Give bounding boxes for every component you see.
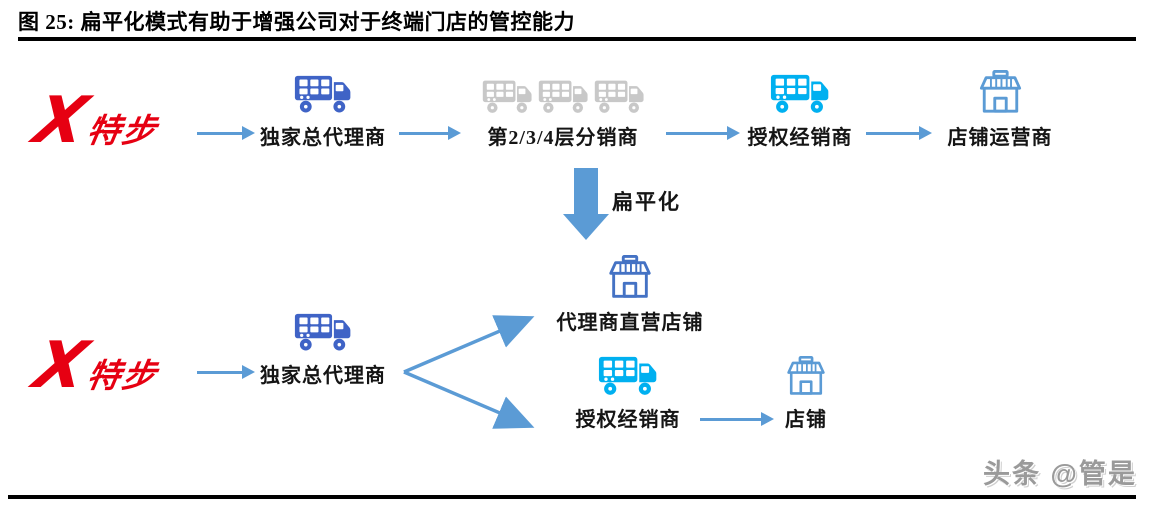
arrow-dealer-to-store xyxy=(700,412,774,426)
xtep-logo: X 特步 xyxy=(27,329,161,403)
delivery-truck-icon xyxy=(594,80,644,113)
delivery-truck-icon xyxy=(770,74,829,113)
arrow-head-icon xyxy=(242,126,255,140)
arrow-head-icon xyxy=(761,412,774,426)
title-underline xyxy=(18,37,1136,41)
delivery-truck-trio-icon xyxy=(482,79,645,114)
xtep-logo: X 特步 xyxy=(27,84,161,158)
bottom-rule xyxy=(8,495,1136,499)
arrow-dealers-to-operators xyxy=(866,126,932,140)
node-label: 独家总代理商 xyxy=(260,365,386,387)
node-store: 店铺 xyxy=(756,356,856,432)
node-label: 授权经销商 xyxy=(575,409,681,431)
arrow-head-icon xyxy=(919,126,932,140)
node-label: 第2/3/4层分销商 xyxy=(487,127,639,149)
arrow-logo-to-agent xyxy=(197,126,255,140)
storefront-icon xyxy=(979,70,1021,113)
delivery-truck-icon xyxy=(598,356,657,395)
delivery-truck-icon xyxy=(294,313,351,351)
arrow-logo-to-agent-bottom xyxy=(197,365,255,379)
node-exclusive-agent-bottom: 独家总代理商 xyxy=(253,310,393,388)
branch-arrows xyxy=(403,315,535,429)
flattening-label: 扁平化 xyxy=(612,190,681,214)
delivery-truck-icon xyxy=(294,75,351,113)
xtep-logo-x-mark: X xyxy=(26,83,95,158)
watermark: 头条 @管是 xyxy=(983,459,1137,489)
node-store-operator: 店铺运营商 xyxy=(935,70,1065,150)
node-label: 店铺 xyxy=(785,409,827,431)
arrow-agent-to-distributors xyxy=(399,126,461,140)
arrow-distributors-to-dealers xyxy=(666,126,740,140)
node-label: 授权经销商 xyxy=(747,127,853,149)
xtep-logo-wordmark: 特步 xyxy=(84,112,162,149)
delivery-truck-icon xyxy=(538,80,588,113)
arrow-head-icon xyxy=(563,214,609,240)
node-label: 店铺运营商 xyxy=(947,127,1053,149)
delivery-truck-icon xyxy=(482,80,532,113)
node-exclusive-agent-top: 独家总代理商 xyxy=(253,72,393,150)
node-agent-direct-store: 代理商直营店铺 xyxy=(540,248,720,335)
node-authorized-dealer-top: 授权经销商 xyxy=(730,70,870,150)
storefront-icon xyxy=(609,254,651,298)
node-label: 代理商直营店铺 xyxy=(556,312,704,334)
node-label: 独家总代理商 xyxy=(260,127,386,149)
node-tier-distributors: 第2/3/4层分销商 xyxy=(465,72,661,150)
arrow-head-icon xyxy=(448,126,461,140)
storefront-icon xyxy=(787,356,825,395)
flattening-down-arrow xyxy=(563,168,609,240)
figure-title: 图 25: 扁平化模式有助于增强公司对于终端门店的管控能力 xyxy=(18,10,575,34)
xtep-logo-x-mark: X xyxy=(26,328,95,403)
arrow-head-icon xyxy=(727,126,740,140)
arrow-head-icon xyxy=(242,365,255,379)
node-authorized-dealer-bottom: 授权经销商 xyxy=(558,352,698,432)
xtep-logo-wordmark: 特步 xyxy=(84,357,162,394)
